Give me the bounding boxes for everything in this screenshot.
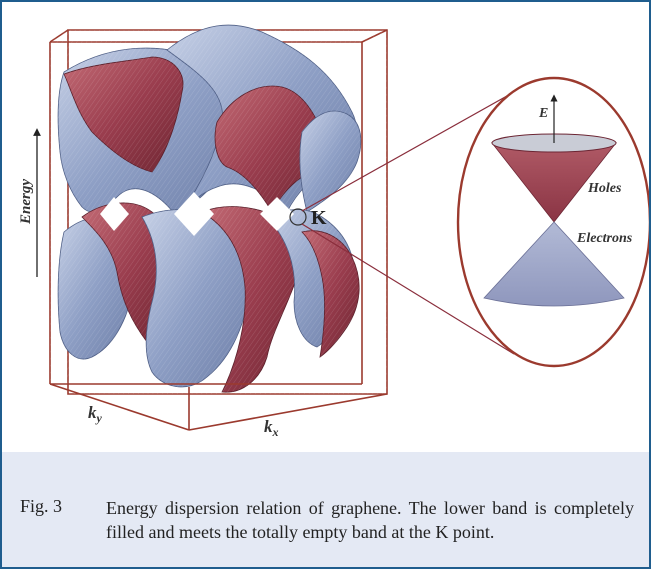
inset-energy-label: E xyxy=(538,106,548,121)
k-point-circle xyxy=(289,208,307,226)
energy-axis-label: Energy xyxy=(18,179,34,225)
caption-band xyxy=(2,452,649,567)
dirac-gap-2 xyxy=(174,192,214,236)
figure-caption: Energy dispersion relation of graphene. … xyxy=(106,498,634,542)
figure-number: Fig. 3 xyxy=(20,496,63,516)
box-edge-bottom-kx xyxy=(188,393,388,431)
inset-dirac-cone: E Holes Electrons xyxy=(456,76,649,368)
ky-axis-label: ky xyxy=(88,403,103,425)
figure-area: Energy ky kx K E Holes Ele xyxy=(2,2,649,452)
mesh-overlay xyxy=(50,30,387,394)
band-surfaces xyxy=(50,24,387,394)
band-structure-figure: Energy ky kx K E Holes Ele xyxy=(18,24,649,439)
bounding-box-front xyxy=(49,42,388,431)
dirac-gap-1 xyxy=(100,197,129,231)
box-edge-bottom-ky xyxy=(49,383,190,431)
zoom-line-bottom xyxy=(301,223,515,355)
dirac-gap-3 xyxy=(260,197,294,231)
holes-label: Holes xyxy=(587,181,622,196)
k-point-label: K xyxy=(311,207,327,229)
kx-axis-label: kx xyxy=(264,417,279,439)
lower-cone xyxy=(483,221,625,307)
zoom-line-top xyxy=(301,91,515,212)
electrons-label: Electrons xyxy=(576,231,633,246)
